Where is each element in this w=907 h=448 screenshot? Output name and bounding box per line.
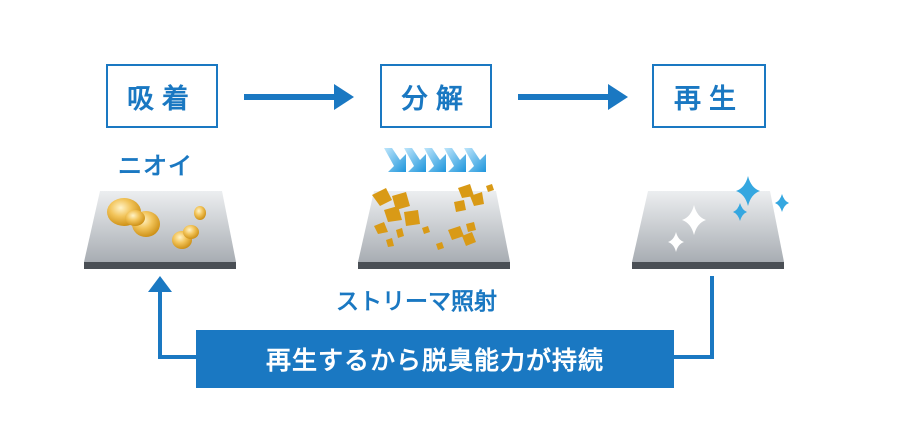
plate-decomposition xyxy=(358,184,510,269)
step-adsorption-box: 吸着 xyxy=(106,64,218,128)
arrow-decompose-to-regenerate xyxy=(518,84,628,110)
sparkle-icon xyxy=(682,205,706,235)
step-decomposition-box: 分解 xyxy=(380,64,492,128)
odor-blob xyxy=(107,198,160,237)
sustained-deodorizing-banner: 再生するから脱臭能力が持続 xyxy=(196,330,674,388)
sparkle-icon xyxy=(775,194,789,212)
plate-adsorption xyxy=(84,191,236,269)
step-adsorption-label: 吸着 xyxy=(127,83,197,115)
odor-blob xyxy=(194,206,206,220)
regeneration-loop-arrow xyxy=(148,276,714,359)
streamer-label: ストリーマ照射 xyxy=(336,289,497,315)
step-regeneration-box: 再生 xyxy=(652,64,766,128)
odor-label: ニオイ xyxy=(118,152,193,180)
streamer-rays xyxy=(384,148,486,172)
banner-text: 再生するから脱臭能力が持続 xyxy=(265,346,604,375)
arrow-adsorb-to-decompose xyxy=(244,84,354,110)
step-decomposition-label: 分解 xyxy=(401,83,471,115)
odor-blob xyxy=(172,225,199,249)
step-regeneration-label: 再生 xyxy=(674,83,744,115)
plate-regeneration xyxy=(632,191,784,269)
sparkle-icon xyxy=(668,232,684,252)
odor-fragments xyxy=(372,184,494,250)
sparkle-icon xyxy=(733,203,747,221)
sparkle-icon xyxy=(736,176,760,206)
